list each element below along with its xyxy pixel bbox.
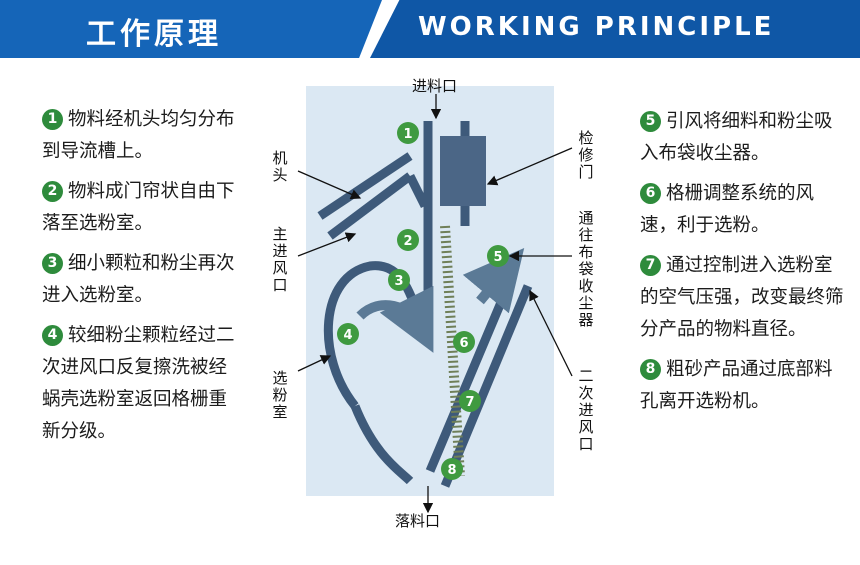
step-text: 物料经机头均匀分布到导流槽上。 xyxy=(42,109,235,162)
marker-circle xyxy=(388,269,410,291)
page-title-english: WORKING PRINCIPLE xyxy=(418,12,775,42)
leader-lines xyxy=(297,94,573,514)
updraft-arrow xyxy=(462,247,525,314)
label-inspection-door: 检修门 xyxy=(578,129,594,181)
leader-inspection-door xyxy=(486,147,573,186)
step-text: 引风将细料和粉尘吸入布袋收尘器。 xyxy=(640,111,833,164)
step-text: 较细粉尘颗粒经过二次进风口反复擦洗被经蜗壳选粉室返回格栅重新分级。 xyxy=(42,325,235,442)
marker-circle xyxy=(459,390,481,412)
step-number: 6 xyxy=(640,183,661,204)
step-text: 细小颗粒和粉尘再次进入选粉室。 xyxy=(42,253,235,306)
step-number: 4 xyxy=(42,325,63,346)
step-number: 8 xyxy=(640,359,661,380)
label-chamber: 选粉室 xyxy=(272,369,288,421)
marker-circle xyxy=(453,331,475,353)
step-number: 7 xyxy=(640,255,661,276)
header-banner-right xyxy=(370,0,860,58)
leader-head xyxy=(297,170,362,200)
step-number: 2 xyxy=(42,181,63,202)
label-feed-inlet: 进料口 xyxy=(412,77,458,95)
marker-label: 4 xyxy=(343,328,352,343)
marker-label: 3 xyxy=(394,274,403,289)
step-text: 格栅调整系统的风速，利于选粉。 xyxy=(640,183,815,236)
leader-main-inlet xyxy=(297,232,357,257)
separator-diagram: 1 2 3 4 5 6 7 8 xyxy=(297,86,573,514)
page-title: 工作原理 xyxy=(86,17,222,52)
leader-chamber xyxy=(297,355,332,372)
label-to-bag-filter: 通往布袋收尘器 xyxy=(578,209,594,329)
marker-circle xyxy=(397,122,419,144)
label-head: 机头 xyxy=(272,149,288,184)
marker-label: 1 xyxy=(403,127,412,142)
vortex-flow-arrow xyxy=(356,285,434,353)
label-main-inlet: 主进风口 xyxy=(272,225,288,294)
material-curtain xyxy=(440,225,465,477)
inspection-door-housing xyxy=(440,136,486,206)
marker-circle xyxy=(441,458,463,480)
step-number: 1 xyxy=(42,109,63,130)
leader-secondary-inlet xyxy=(529,289,573,377)
step-markers: 1 2 3 4 5 6 7 8 xyxy=(337,122,509,480)
marker-circle xyxy=(487,245,509,267)
step-text: 通过控制进入选粉室的空气压强，改变最终筛分产品的物料直径。 xyxy=(640,255,844,340)
step-text: 物料成门帘状自由下落至选粉室。 xyxy=(42,181,235,234)
label-secondary-inlet: 二次进风口 xyxy=(578,367,594,453)
marker-circle xyxy=(337,323,359,345)
marker-label: 2 xyxy=(403,234,412,249)
step-text: 粗砂产品通过底部料孔离开选粉机。 xyxy=(640,359,833,412)
marker-label: 5 xyxy=(493,250,502,265)
marker-label: 7 xyxy=(465,395,474,410)
label-outlet: 落料口 xyxy=(395,512,441,530)
marker-label: 8 xyxy=(447,463,456,478)
step-number: 5 xyxy=(640,111,661,132)
marker-label: 6 xyxy=(459,336,468,351)
header-banner-left xyxy=(0,0,382,58)
marker-circle xyxy=(397,229,419,251)
step-number: 3 xyxy=(42,253,63,274)
